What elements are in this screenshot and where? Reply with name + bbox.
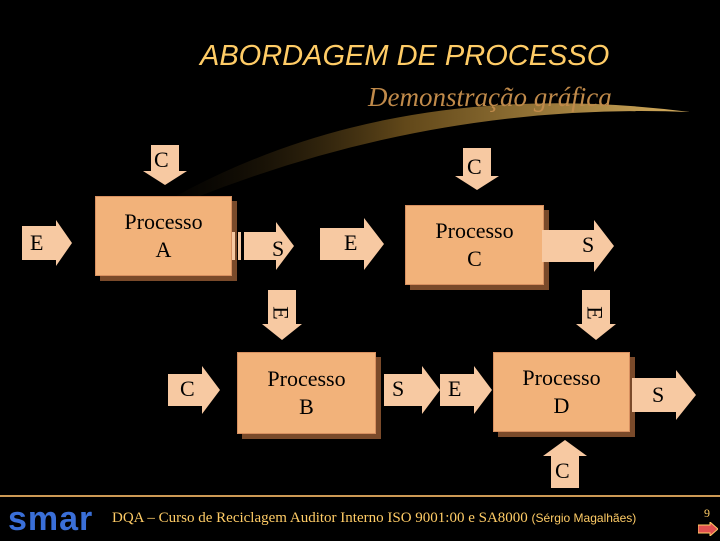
input-arrow-b: E [262,290,302,340]
input-arrow-d: E [440,366,492,414]
input-label-a: E [30,230,44,255]
process-c-box: Processo C [405,205,544,285]
input-label-b: E [268,306,294,320]
input-arrow-a: E [22,220,72,266]
page-title: ABORDAGEM DE PROCESSO [200,40,610,72]
input-label-c: E [344,230,358,255]
output-arrow-d: S [632,370,696,420]
output-arrow-a: S [232,220,294,272]
footer-course: DQA – Curso de Reciclagem Auditor Intern… [112,510,528,526]
output-label-a: S [272,236,285,261]
control-arrow-a: C [143,145,187,185]
control-label-b: C [180,376,195,401]
control-label-d: C [555,458,570,483]
input-arrow-d-from-c: E [576,290,616,340]
output-arrow-b: S [384,366,440,414]
page-number: 9 [704,506,710,520]
output-label-b: S [392,376,405,401]
control-arrow-b: C [168,366,220,414]
output-label-c: S [582,232,595,257]
footer-text: DQA – Curso de Reciclagem Auditor Intern… [112,510,636,527]
output-arrow-c: S [542,220,614,272]
process-a-box: Processo A [95,196,232,276]
input-label-d-from-c: E [582,306,608,320]
footer-author: (Sérgio Magalhães) [531,511,637,525]
input-label-d: E [448,376,462,401]
input-arrow-c: E [320,218,384,270]
control-label-a: C [154,147,169,172]
control-arrow-c: C [455,148,499,190]
smar-logo: smar [8,500,94,538]
process-d-box: Processo D [493,352,630,432]
footer-divider [0,495,720,497]
page-subtitle: Demonstração gráfica [368,82,612,112]
control-label-c: C [467,154,482,179]
next-slide-icon[interactable] [697,520,719,541]
output-label-d: S [652,382,665,407]
process-b-box: Processo B [237,352,376,434]
control-arrow-d: C [543,440,587,488]
